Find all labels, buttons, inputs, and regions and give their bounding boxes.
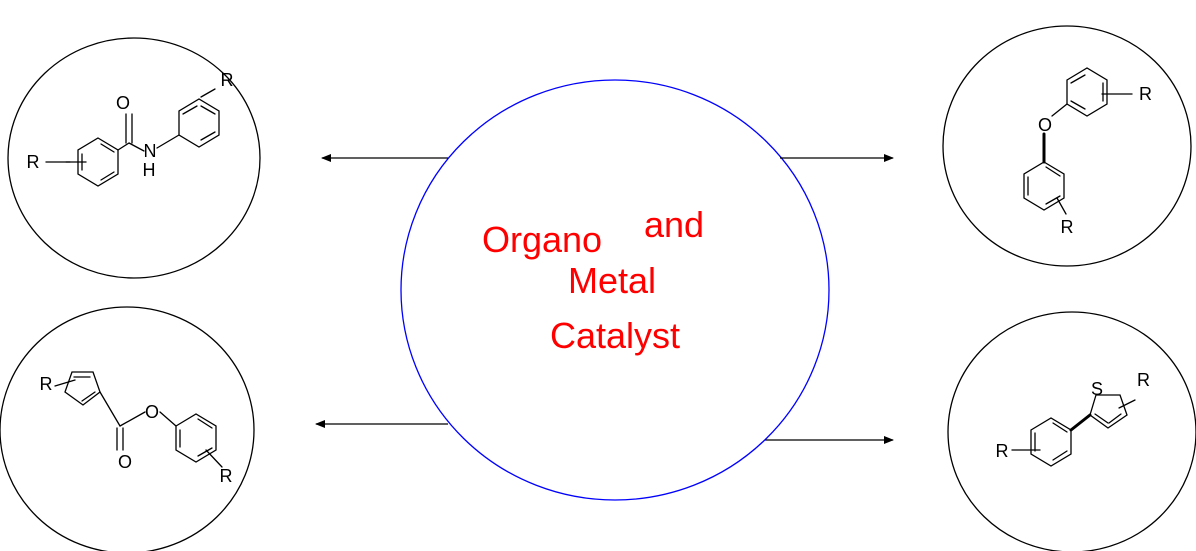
center-word-metal: Metal	[568, 260, 656, 301]
ester-r-left: R	[40, 374, 53, 394]
ester-structure	[54, 371, 223, 468]
thiophene-circle	[947, 311, 1196, 551]
thiophene-structure	[1011, 394, 1136, 467]
ester-carbonyl-oxygen: O	[118, 452, 132, 472]
amide-nitrogen: N	[144, 141, 157, 161]
amide-circle	[7, 37, 261, 279]
amide-r-right: R	[221, 70, 234, 90]
center-word-and: and	[644, 204, 704, 245]
thiophene-r-left: R	[996, 441, 1009, 461]
amide-structure	[45, 88, 220, 187]
ester-circle	[0, 306, 255, 551]
ether-r-upper: R	[1139, 84, 1152, 104]
amide-carbonyl-oxygen: O	[116, 93, 130, 113]
ether-structure	[1023, 67, 1133, 215]
ether-oxygen: O	[1038, 115, 1052, 135]
amide-r-left: R	[27, 152, 40, 172]
ester-link-oxygen: O	[145, 402, 159, 422]
ether-circle	[942, 25, 1192, 267]
ester-r-right: R	[220, 466, 233, 486]
thiophene-sulfur: S	[1091, 379, 1103, 399]
catalyst-circle	[400, 79, 830, 501]
center-word-organo: Organo	[482, 219, 602, 260]
amide-hydrogen: H	[143, 160, 156, 180]
thiophene-r-right: R	[1137, 370, 1150, 390]
ether-r-lower: R	[1061, 217, 1074, 237]
center-word-catalyst: Catalyst	[550, 315, 680, 356]
